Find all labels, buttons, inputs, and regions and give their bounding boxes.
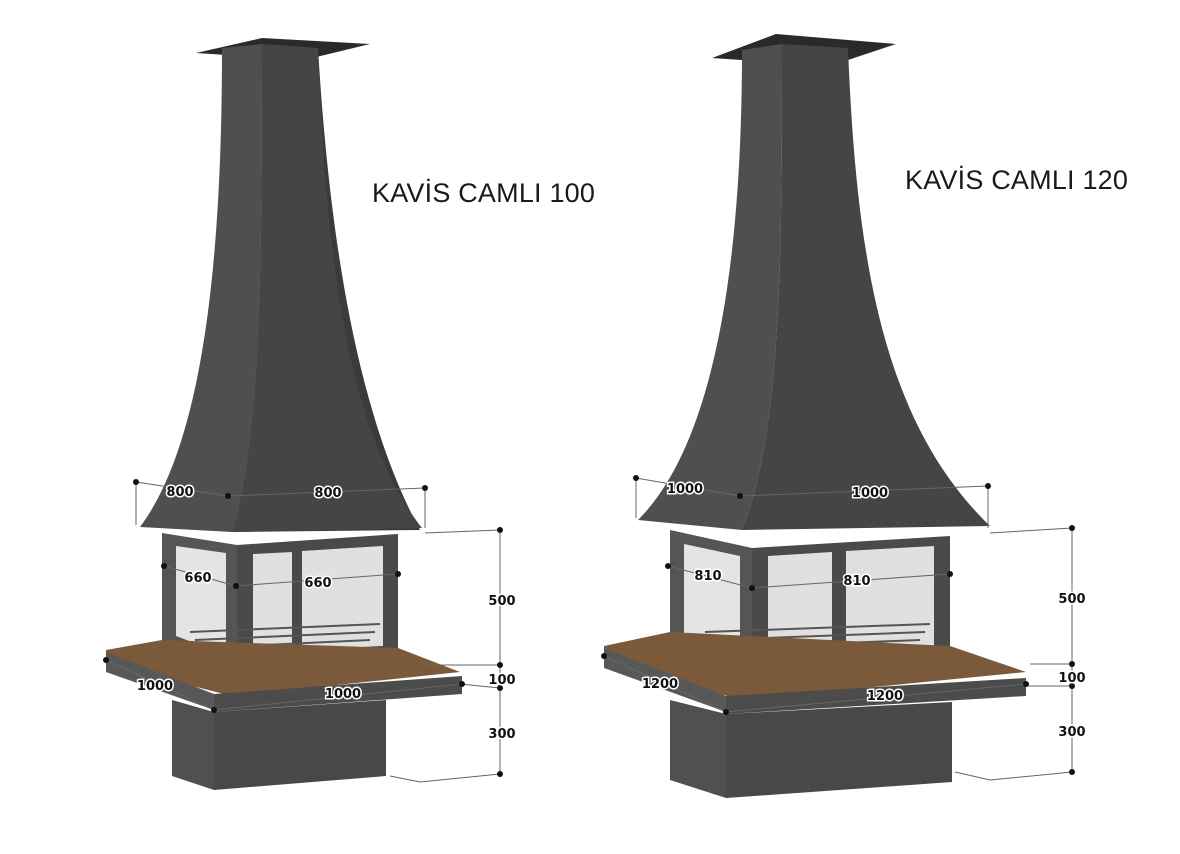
model-2-dim-glass-front: 810 [843, 574, 870, 589]
model-2-dim-shelf-left: 1200 [642, 677, 678, 692]
model-2-fireplace [604, 34, 1026, 798]
model-1-dim-shelf-front: 1000 [325, 687, 361, 702]
model-2-dim-shelf-height: 100 [1058, 671, 1085, 686]
model-2-shelf-front-edge [604, 648, 726, 712]
model-1-fireplace [106, 38, 462, 790]
model-2-dim-hood-left: 1000 [667, 482, 703, 497]
model-1-dim-hood-left: 800 [166, 485, 193, 500]
model-2-dimension-dots [601, 475, 1075, 775]
model-1-glass-front-left-pane [253, 552, 292, 652]
model-1-dimension-dots [103, 479, 503, 777]
model-1-dim-base-height: 300 [488, 727, 515, 742]
model-2-dim-shelf-front: 1200 [867, 689, 903, 704]
model-1-base-front [214, 700, 386, 790]
model-2-glass-front-right-pane [846, 546, 934, 656]
model-2-title: KAVİS CAMLI 120 [905, 165, 1129, 195]
model-2-glass-front-left-pane [768, 552, 832, 660]
model-1-dim-shelf-left: 1000 [137, 679, 173, 694]
model-1-dim-glass-height: 500 [488, 594, 515, 609]
model-1-dim-glass-left: 660 [184, 571, 211, 586]
model-1-dim-hood-front: 800 [314, 486, 341, 501]
model-2-hood-right [742, 44, 990, 530]
model-1-dim-glass-front: 660 [304, 576, 331, 591]
model-2-dimension-lines [603, 477, 1073, 781]
model-2-dim-base-height: 300 [1058, 725, 1085, 740]
model-1-hood-right [232, 44, 422, 532]
model-1-dimension-lines [105, 481, 501, 783]
model-2-dim-glass-height: 500 [1058, 592, 1085, 607]
model-2-base-front [726, 702, 952, 798]
model-1-dim-shelf-height: 100 [488, 673, 515, 688]
model-2-hood-front [638, 44, 782, 530]
model-2-dim-hood-front: 1000 [852, 486, 888, 501]
model-1-base-side [172, 700, 214, 790]
model-2-base-side [670, 700, 726, 798]
model-1-shelf-front-edge [106, 652, 214, 710]
model-1-title: KAVİS CAMLI 100 [372, 178, 596, 208]
model-2-shelf-top [604, 632, 1026, 700]
model-2-dim-glass-left: 810 [694, 569, 721, 584]
model-1-hood-front [140, 44, 262, 532]
model-1-shelf-top [106, 640, 460, 696]
